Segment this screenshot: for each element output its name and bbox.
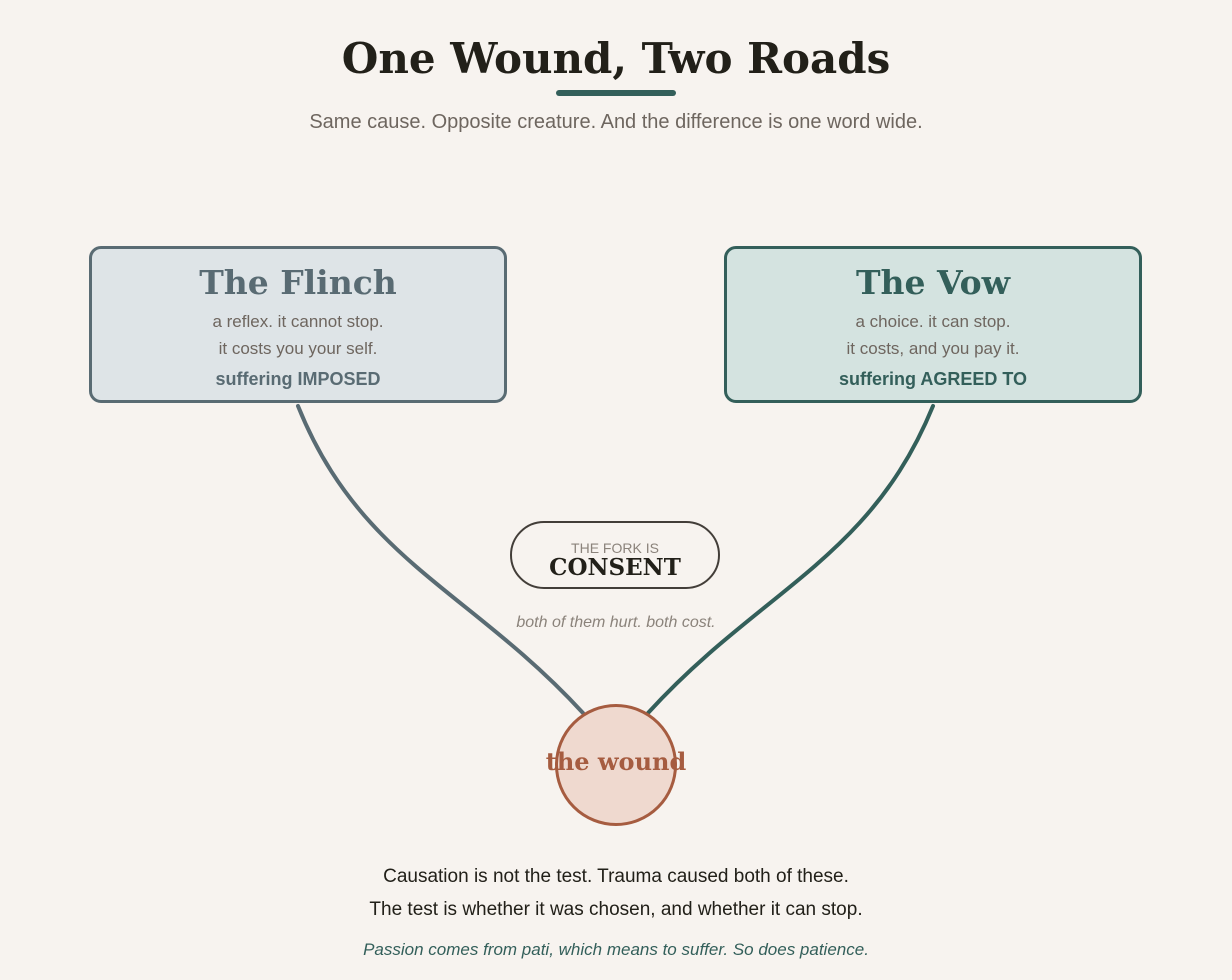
flinch-line-2: it costs you your self. bbox=[218, 339, 378, 358]
page-subtitle: Same cause. Opposite creature. And the d… bbox=[309, 111, 923, 133]
closing-line-2: The test is whether it was chosen, and w… bbox=[369, 899, 863, 920]
closing-line-1: Causation is not the test. Trauma caused… bbox=[383, 866, 849, 887]
flinch-path bbox=[296, 404, 585, 715]
fork-word: CONSENT bbox=[549, 554, 681, 581]
flinch-title: The Flinch bbox=[199, 263, 397, 302]
fork-pill: THE FORK IS CONSENT bbox=[510, 521, 720, 589]
vow-path bbox=[646, 404, 935, 715]
vow-title: The Vow bbox=[855, 263, 1011, 302]
flinch-tag: suffering IMPOSED bbox=[215, 369, 381, 389]
flinch-line-1: a reflex. it cannot stop. bbox=[212, 312, 384, 331]
flinch-box: The Flinch a reflex. it cannot stop. it … bbox=[89, 246, 507, 403]
vow-tag: suffering AGREED TO bbox=[838, 369, 1027, 389]
title-underline bbox=[556, 90, 676, 96]
wound-label: the wound bbox=[545, 747, 687, 776]
vow-line-2: it costs, and you pay it. bbox=[846, 339, 1020, 358]
page-title: One Wound, Two Roads bbox=[341, 34, 891, 83]
fork-note: both of them hurt. both cost. bbox=[516, 614, 716, 631]
vow-box: The Vow a choice. it can stop. it costs,… bbox=[724, 246, 1142, 403]
fork-label: THE FORK IS bbox=[571, 540, 659, 556]
closing-coda: Passion comes from pati, which means to … bbox=[363, 940, 869, 959]
vow-line-1: a choice. it can stop. bbox=[855, 312, 1011, 331]
wound-circle bbox=[555, 704, 677, 826]
